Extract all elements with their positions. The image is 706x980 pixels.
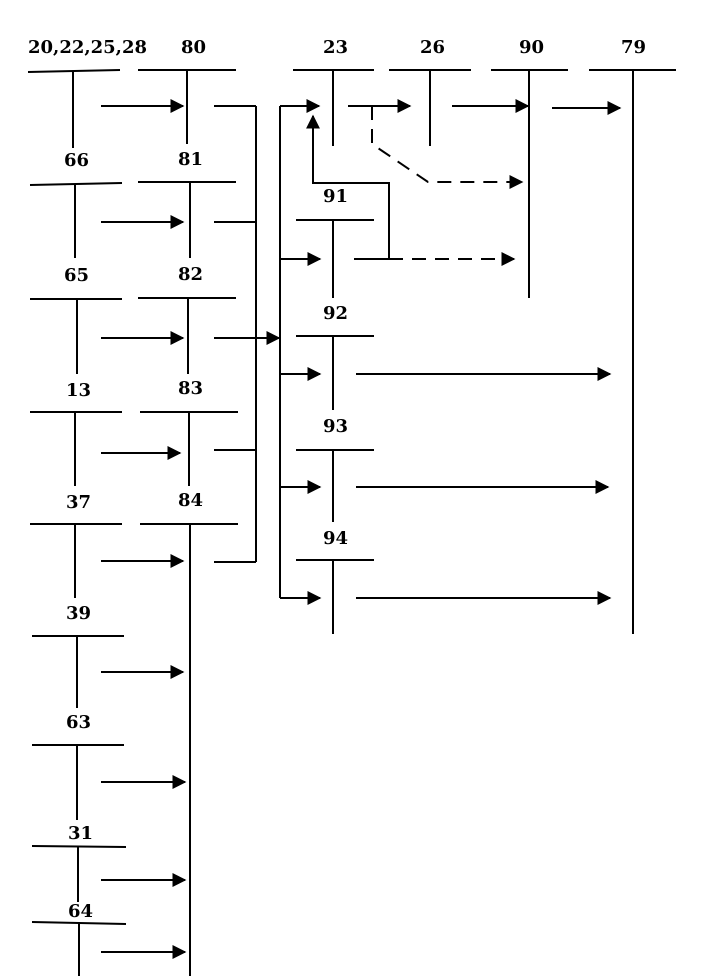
node-bar-66 <box>29 182 123 186</box>
node-label-39: 39 <box>66 603 91 624</box>
node-label-81: 81 <box>178 149 203 170</box>
node-label-31: 31 <box>68 823 93 844</box>
node-label-13: 13 <box>66 380 91 401</box>
node-label-91: 91 <box>323 186 348 207</box>
node-label-94: 94 <box>323 528 348 549</box>
node-label-80: 80 <box>181 37 206 58</box>
node-label-93: 93 <box>323 416 348 437</box>
node-label-37: 37 <box>66 492 91 513</box>
arrow-91-to-23 <box>306 114 390 260</box>
node-label-84: 84 <box>178 490 203 511</box>
node-label-90: 90 <box>519 37 544 58</box>
node-label-26: 26 <box>420 37 445 58</box>
node-label-20-22-25-28: 20,22,25,28 <box>28 37 147 58</box>
node-label-83: 83 <box>178 378 203 399</box>
node-label-79: 79 <box>621 37 646 58</box>
node-label-65: 65 <box>64 265 89 286</box>
node-label-66: 66 <box>64 150 89 171</box>
node-label-92: 92 <box>323 303 348 324</box>
node-label-64: 64 <box>68 901 93 922</box>
node-bar-20-22-25-28 <box>27 69 121 73</box>
node-label-82: 82 <box>178 264 203 285</box>
node-label-23: 23 <box>323 37 348 58</box>
dashed-arrow-23-to-90 <box>371 106 524 189</box>
node-label-63: 63 <box>66 712 91 733</box>
